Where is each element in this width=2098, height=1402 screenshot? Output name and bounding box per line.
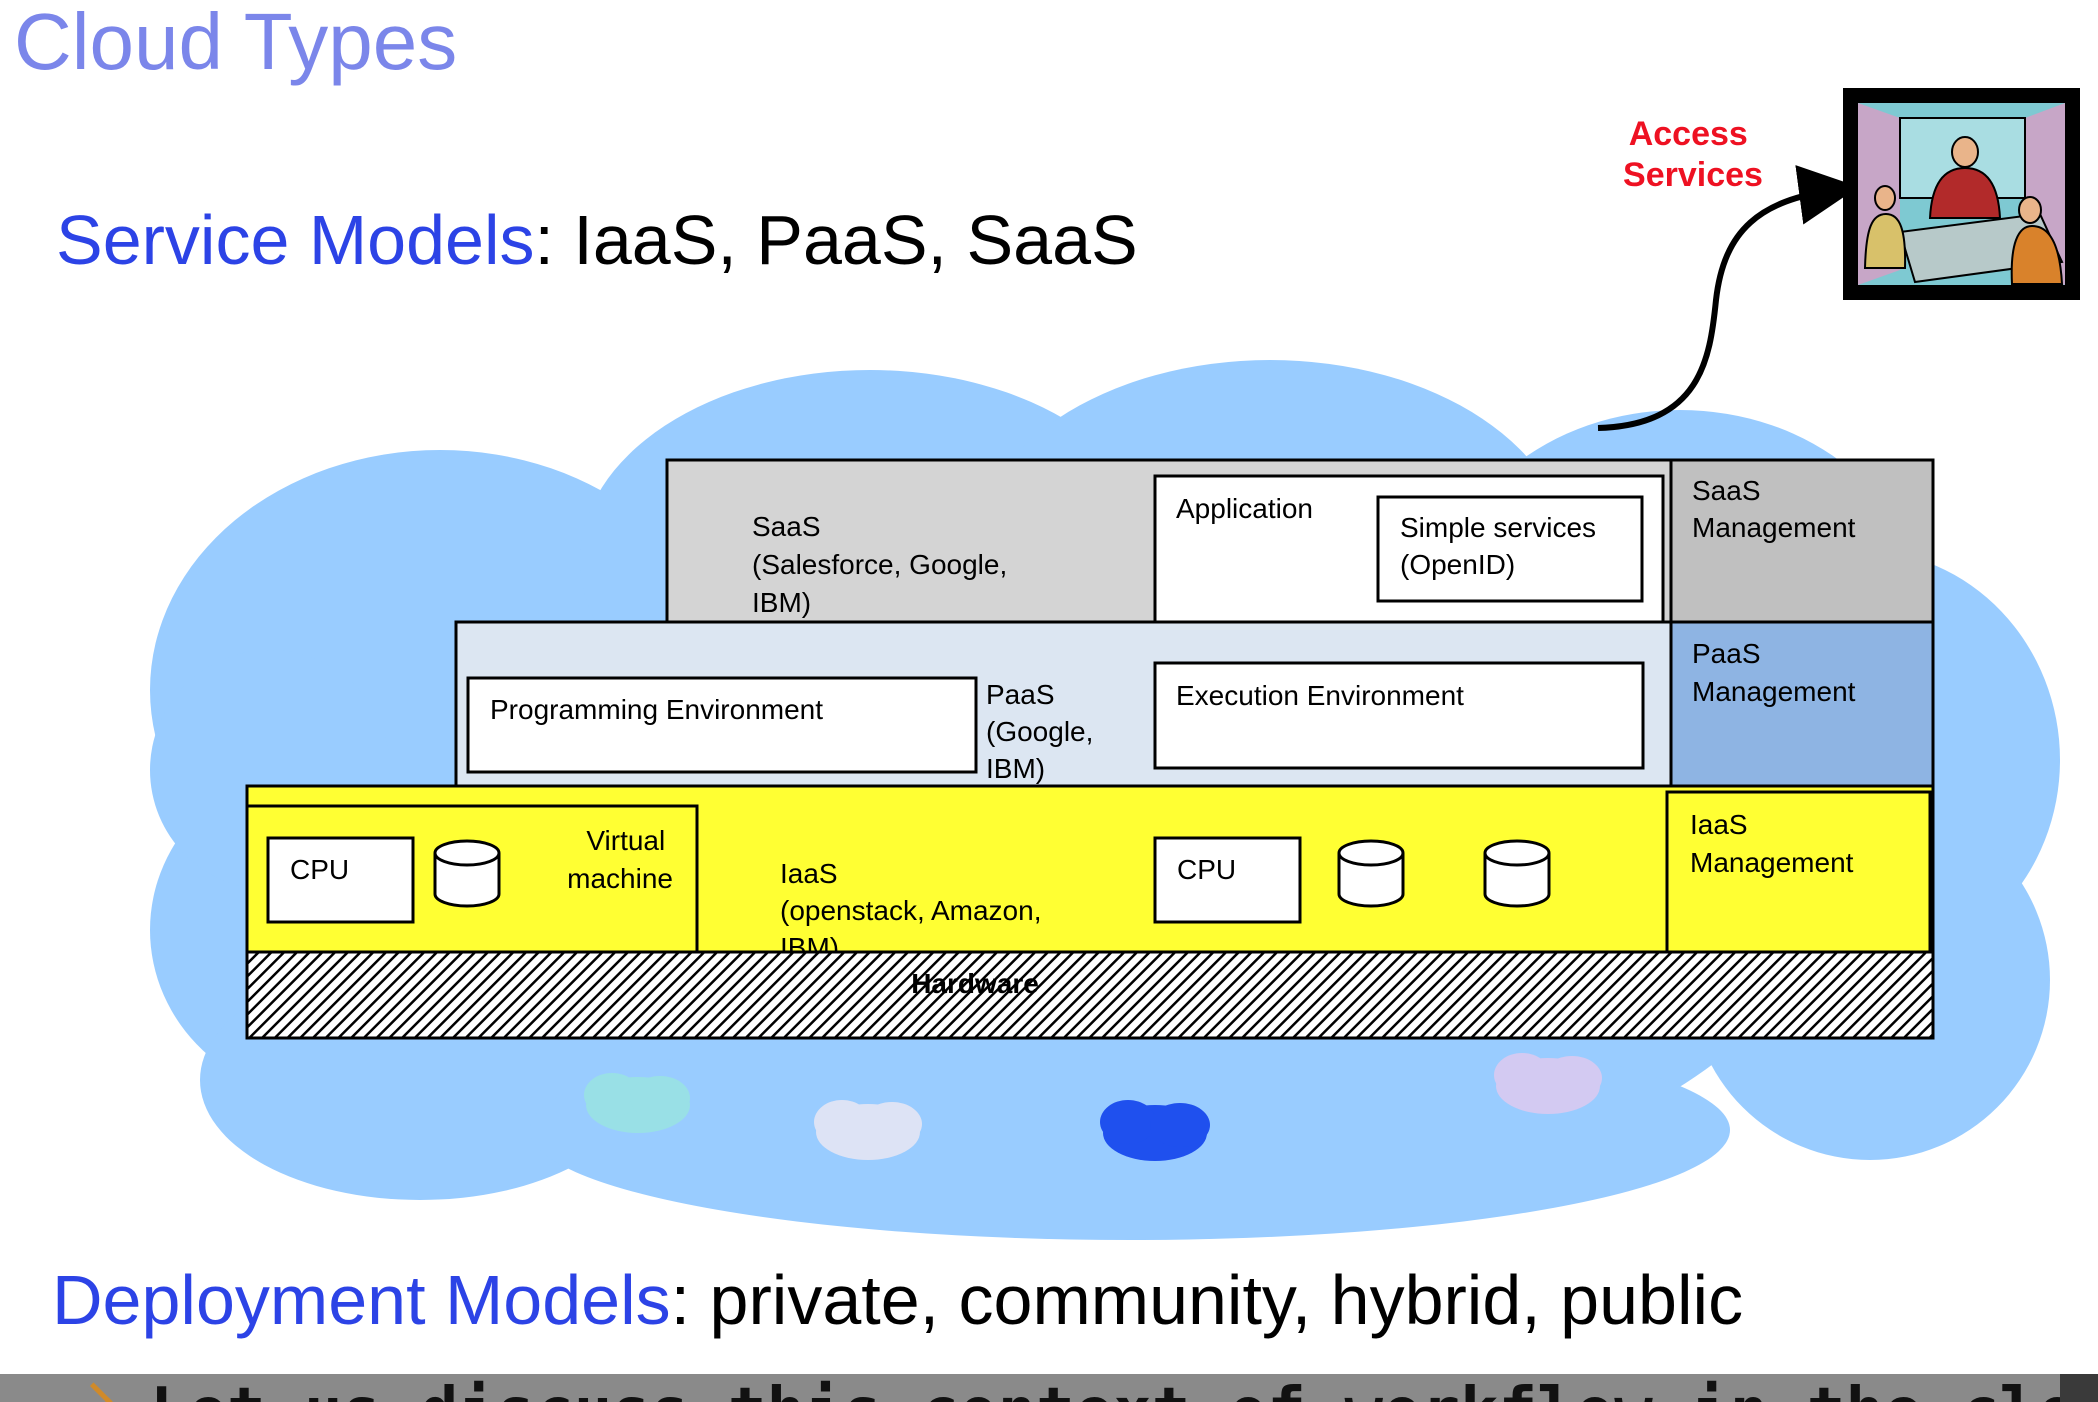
saas-description: SaaS (Salesforce, Google, IBM)	[752, 511, 1015, 618]
small-cloud-light	[814, 1100, 922, 1160]
iaas-management-label: IaaS Management	[1690, 809, 1854, 878]
cpu-label-2: CPU	[1177, 854, 1236, 885]
storage-icon-2	[1337, 839, 1405, 908]
access-services-label: Access Services	[1623, 115, 1763, 194]
cpu-box-1	[266, 836, 415, 924]
page-title: Cloud Types	[14, 0, 458, 86]
chevron-right-icon	[74, 1382, 113, 1402]
small-cloud-lavender	[1494, 1053, 1602, 1114]
deployment-models-list: : private, community, hybrid, public	[670, 1261, 1744, 1339]
hardware-label: Hardware	[911, 968, 1039, 999]
execution-environment-label: Execution Environment	[1176, 680, 1464, 711]
execution-environment-box	[1153, 661, 1645, 770]
deployment-models-keyword: Deployment Models	[52, 1261, 671, 1339]
iaas-management-box	[1665, 790, 1932, 954]
cpu-label-1: CPU	[290, 854, 349, 885]
saas-management-label: SaaS Management	[1692, 475, 1856, 543]
footer-corner	[2060, 1374, 2098, 1402]
footer-text: Let us discuss this context of workflow …	[150, 1380, 2060, 1402]
cloud-service-diagram: SaaS (Salesforce, Google, IBM) Applicati…	[150, 88, 2080, 1240]
service-models-heading: Service Models: IaaS, PaaS, SaaS	[56, 205, 1138, 275]
paas-management-label: PaaS Management	[1692, 638, 1856, 707]
hardware-layer	[245, 950, 1935, 1040]
programming-environment-box	[466, 676, 978, 774]
storage-icon-1	[433, 839, 501, 908]
small-cloud-teal	[584, 1073, 690, 1133]
cpu-box-2	[1153, 836, 1302, 924]
deployment-models-heading: Deployment Models: private, community, h…	[52, 1265, 1743, 1335]
application-label: Application	[1176, 493, 1313, 524]
programming-environment-label: Programming Environment	[490, 694, 823, 725]
simple-services-label: Simple services (OpenID)	[1400, 512, 1604, 580]
paas-description: PaaS (Google, IBM)	[986, 679, 1101, 784]
service-models-keyword: Service Models	[56, 201, 535, 279]
meeting-clipart-icon	[1843, 88, 2080, 300]
virtual-machine-label: Virtual machine	[567, 825, 673, 894]
storage-icon-3	[1483, 839, 1551, 908]
simple-services-box	[1376, 495, 1644, 603]
service-models-list: : IaaS, PaaS, SaaS	[534, 201, 1138, 279]
saas-management-box	[1669, 458, 1935, 624]
access-arrow	[1597, 165, 1859, 431]
small-cloud-blue	[1100, 1100, 1210, 1161]
footer-bar: Let us discuss this context of workflow …	[0, 1374, 2060, 1402]
